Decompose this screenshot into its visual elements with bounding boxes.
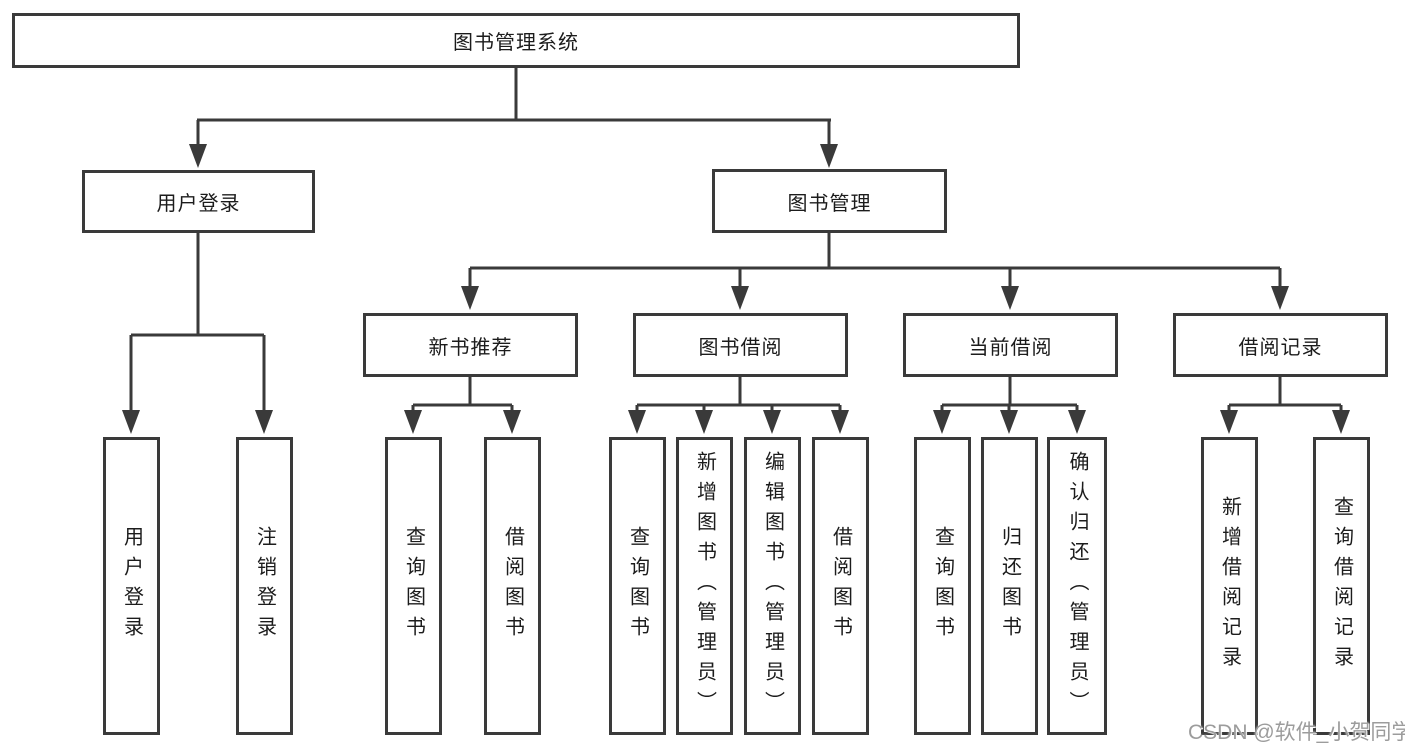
csdn-watermark: CSDN @软件_小贺同学 [1188, 721, 1405, 744]
node-leaf-edit-book-admin: 编辑图书（管理员） [744, 437, 801, 735]
node-leaf-borrow-book-2: 借阅图书 [812, 437, 869, 735]
node-leaf-logout: 注销登录 [236, 437, 293, 735]
node-leaf-query-book-2-label: 查询图书 [626, 526, 649, 646]
node-leaf-user-login-label: 用户登录 [120, 526, 143, 646]
node-leaf-add-book-admin-label: 新增图书（管理员） [693, 451, 716, 721]
node-leaf-query-book-2: 查询图书 [609, 437, 666, 735]
node-leaf-query-borrow-record-label: 查询借阅记录 [1330, 496, 1353, 676]
node-leaf-add-borrow-record-label: 新增借阅记录 [1218, 496, 1241, 676]
node-leaf-query-book-3: 查询图书 [914, 437, 971, 735]
node-leaf-edit-book-admin-label: 编辑图书（管理员） [761, 451, 784, 721]
node-borrow-records: 借阅记录 [1173, 313, 1388, 377]
node-new-book-recommend: 新书推荐 [363, 313, 578, 377]
node-leaf-confirm-return-admin: 确认归还（管理员） [1047, 437, 1107, 735]
node-current-borrow-label: 当前借阅 [968, 336, 1053, 359]
node-leaf-confirm-return-admin-label: 确认归还（管理员） [1066, 451, 1088, 721]
node-user-login-label: 用户登录 [156, 193, 241, 215]
node-leaf-logout-label: 注销登录 [253, 526, 276, 646]
node-current-borrow: 当前借阅 [903, 313, 1118, 377]
node-leaf-borrow-book-1: 借阅图书 [484, 437, 541, 735]
node-system: 图书管理系统 [12, 13, 1020, 68]
node-leaf-borrow-book-1-label: 借阅图书 [501, 526, 524, 646]
node-book-management-label: 图书管理 [787, 192, 872, 215]
node-system-label: 图书管理系统 [453, 32, 579, 54]
node-book-borrow: 图书借阅 [633, 313, 848, 377]
node-leaf-query-book-3-label: 查询图书 [931, 526, 954, 646]
node-leaf-borrow-book-2-label: 借阅图书 [829, 526, 852, 646]
node-leaf-return-book-label: 归还图书 [998, 526, 1021, 646]
node-leaf-return-book: 归还图书 [981, 437, 1038, 735]
node-leaf-query-book-1: 查询图书 [385, 437, 442, 735]
node-leaf-add-borrow-record: 新增借阅记录 [1201, 437, 1258, 735]
node-leaf-query-borrow-record: 查询借阅记录 [1313, 437, 1370, 735]
node-user-login: 用户登录 [82, 170, 315, 233]
node-leaf-user-login: 用户登录 [103, 437, 160, 735]
node-leaf-add-book-admin: 新增图书（管理员） [676, 437, 733, 735]
node-leaf-query-book-1-label: 查询图书 [402, 526, 425, 646]
node-borrow-records-label: 借阅记录 [1238, 336, 1323, 359]
node-book-management: 图书管理 [712, 169, 947, 233]
node-book-borrow-label: 图书借阅 [698, 336, 783, 359]
node-new-book-recommend-label: 新书推荐 [428, 336, 513, 359]
